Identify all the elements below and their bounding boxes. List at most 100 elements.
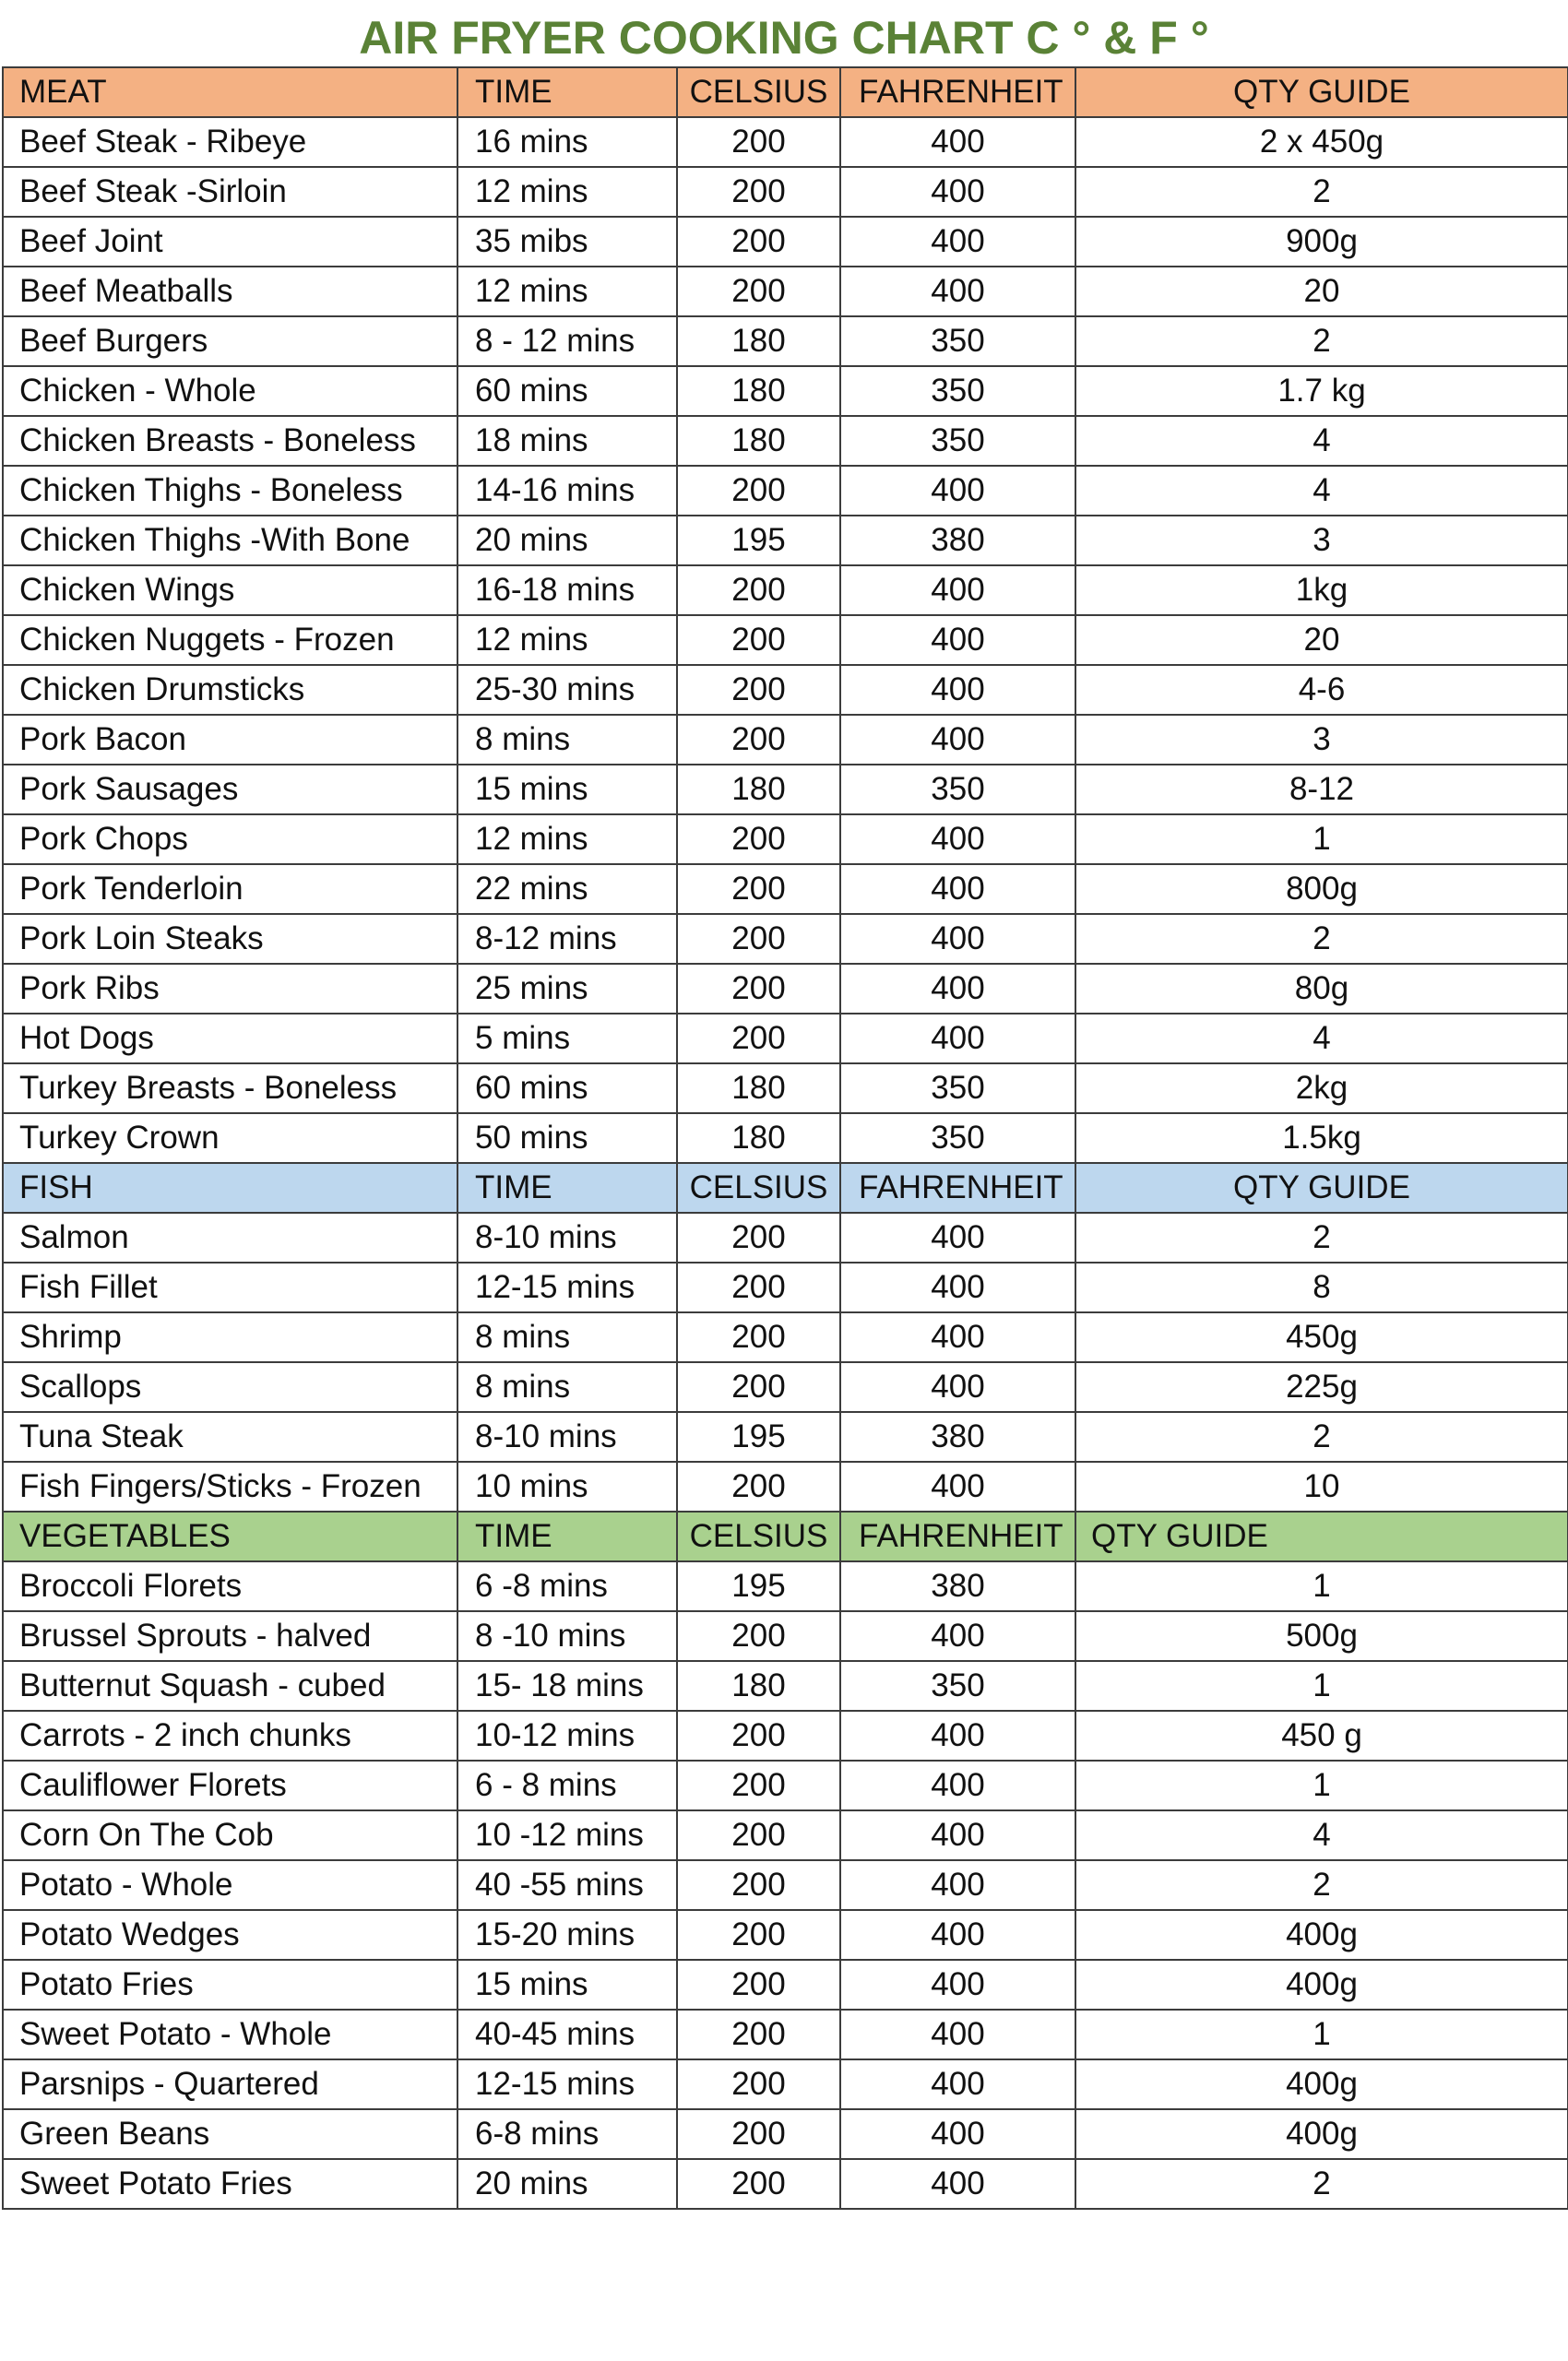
cell-celsius: 200 (676, 863, 841, 915)
cell-time: 25 mins (457, 963, 678, 1014)
cell-time: 8 - 12 mins (457, 315, 678, 367)
cell-time: 8 mins (457, 714, 678, 765)
cell-name: Chicken Breasts - Boneless (2, 415, 458, 467)
cell-time: 10-12 mins (457, 1710, 678, 1762)
vegetables-header-time: TIME (457, 1511, 678, 1562)
cell-celsius: 200 (676, 1809, 841, 1861)
cell-celsius: 200 (676, 913, 841, 965)
cell-fahrenheit: 400 (839, 1710, 1076, 1762)
cell-time: 5 mins (457, 1013, 678, 1064)
cell-name: Scallops (2, 1361, 458, 1413)
cell-name: Brussel Sprouts - halved (2, 1610, 458, 1662)
cell-celsius: 200 (676, 1959, 841, 2011)
cell-name: Fish Fillet (2, 1262, 458, 1313)
fish-header-time: TIME (457, 1162, 678, 1214)
cell-name: Pork Bacon (2, 714, 458, 765)
cell-qty-guide: 1 (1075, 1560, 1568, 1612)
cell-fahrenheit: 400 (839, 465, 1076, 516)
cell-fahrenheit: 400 (839, 166, 1076, 218)
cell-fahrenheit: 400 (839, 963, 1076, 1014)
cell-qty-guide: 400g (1075, 2058, 1568, 2110)
meat-header-name: MEAT (2, 66, 458, 118)
cell-time: 20 mins (457, 2158, 678, 2210)
cell-qty-guide: 4 (1075, 415, 1568, 467)
cell-time: 8 mins (457, 1311, 678, 1363)
cell-qty-guide: 20 (1075, 614, 1568, 666)
cell-name: Potato - Whole (2, 1859, 458, 1911)
cell-fahrenheit: 400 (839, 116, 1076, 168)
cell-celsius: 200 (676, 2058, 841, 2110)
cell-fahrenheit: 400 (839, 2058, 1076, 2110)
cell-celsius: 200 (676, 216, 841, 267)
cell-qty-guide: 1 (1075, 1660, 1568, 1712)
cell-qty-guide: 2 (1075, 1212, 1568, 1264)
cell-fahrenheit: 400 (839, 913, 1076, 965)
cell-celsius: 180 (676, 764, 841, 815)
cell-celsius: 200 (676, 2158, 841, 2210)
cell-celsius: 200 (676, 1361, 841, 1413)
cell-qty-guide: 4 (1075, 1013, 1568, 1064)
cell-name: Pork Ribs (2, 963, 458, 1014)
cell-qty-guide: 400g (1075, 1909, 1568, 1961)
cell-time: 40 -55 mins (457, 1859, 678, 1911)
cell-name: Pork Tenderloin (2, 863, 458, 915)
cell-time: 12 mins (457, 813, 678, 865)
cell-fahrenheit: 350 (839, 1112, 1076, 1164)
cell-name: Cauliflower Florets (2, 1760, 458, 1811)
cell-name: Fish Fingers/Sticks - Frozen (2, 1461, 458, 1513)
cell-name: Beef Joint (2, 216, 458, 267)
cell-time: 15 mins (457, 1959, 678, 2011)
cell-qty-guide: 80g (1075, 963, 1568, 1014)
cell-time: 18 mins (457, 415, 678, 467)
cell-name: Sweet Potato Fries (2, 2158, 458, 2210)
cell-name: Potato Wedges (2, 1909, 458, 1961)
cell-fahrenheit: 400 (839, 1311, 1076, 1363)
cell-name: Green Beans (2, 2108, 458, 2160)
meat-header-fahrenheit: FAHRENHEIT (839, 66, 1076, 118)
cell-fahrenheit: 400 (839, 664, 1076, 716)
cell-time: 50 mins (457, 1112, 678, 1164)
cell-name: Potato Fries (2, 1959, 458, 2011)
cell-name: Broccoli Florets (2, 1560, 458, 1612)
cell-qty-guide: 4 (1075, 1809, 1568, 1861)
cell-celsius: 200 (676, 266, 841, 317)
cell-time: 12 mins (457, 166, 678, 218)
cell-qty-guide: 8 (1075, 1262, 1568, 1313)
cell-celsius: 200 (676, 714, 841, 765)
cell-fahrenheit: 400 (839, 2158, 1076, 2210)
cell-qty-guide: 20 (1075, 266, 1568, 317)
cell-qty-guide: 2 (1075, 315, 1568, 367)
cell-name: Parsnips - Quartered (2, 2058, 458, 2110)
cell-name: Shrimp (2, 1311, 458, 1363)
cell-time: 60 mins (457, 365, 678, 417)
cell-celsius: 200 (676, 1013, 841, 1064)
cell-qty-guide: 2 (1075, 166, 1568, 218)
cell-celsius: 180 (676, 1062, 841, 1114)
cell-fahrenheit: 400 (839, 1909, 1076, 1961)
cell-time: 8-10 mins (457, 1212, 678, 1264)
cell-qty-guide: 1.5kg (1075, 1112, 1568, 1164)
cell-qty-guide: 450g (1075, 1311, 1568, 1363)
cell-fahrenheit: 400 (839, 1361, 1076, 1413)
cell-fahrenheit: 400 (839, 1461, 1076, 1513)
cell-celsius: 200 (676, 2009, 841, 2060)
